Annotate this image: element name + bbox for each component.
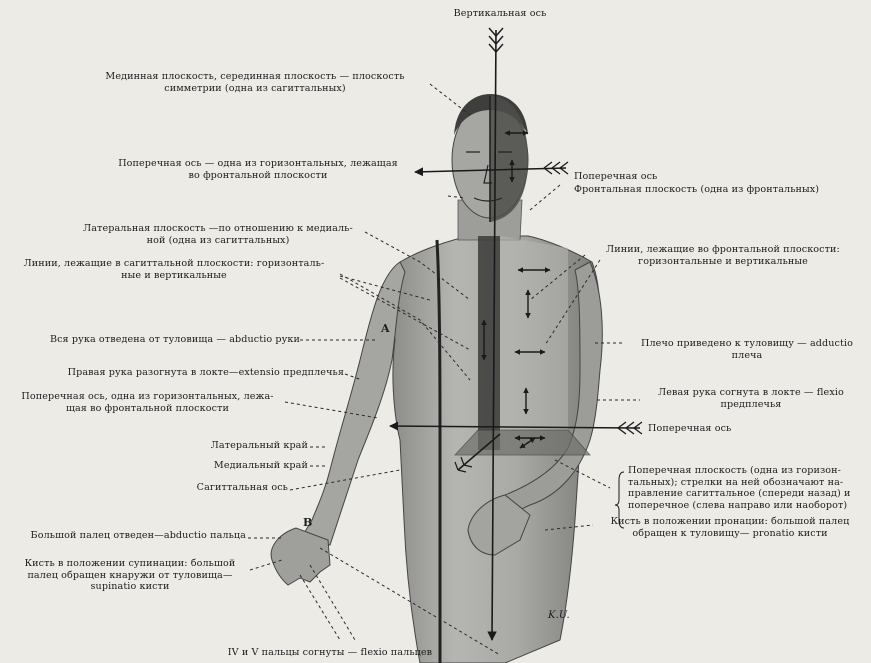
title-vertical-axis: Вертикальная ось	[440, 8, 560, 20]
artist-signature: K.U.	[548, 610, 570, 622]
label-transverse-plane: Поперечная плоскость (одна из горизон- т…	[628, 465, 868, 511]
label-thumb-abduction: Большой палец отведен—abductio пальца	[0, 530, 246, 542]
label-frontal-plane: Фронтальная плоскость (одна из фронтальн…	[574, 184, 819, 196]
label-medial-edge: Медиальный край	[100, 460, 308, 472]
frontal-plane-panel	[500, 236, 568, 430]
label-lateral-edge: Латеральный край	[100, 440, 308, 452]
transverse-plane-shape	[455, 430, 590, 455]
label-transverse-axis-frontal: Поперечная ось, одна из горизонтальных, …	[10, 391, 285, 414]
label-adduction-shoulder: Плечо приведено к туловищу — adductio пл…	[632, 338, 862, 361]
label-pronation: Кисть в положении пронации: большой пале…	[596, 516, 864, 539]
label-sagittal-lines: Линии, лежащие в сагиттальной плоскости:…	[4, 258, 344, 281]
label-frontal-lines: Линии, лежащие во фронтальной плоскости:…	[598, 244, 848, 267]
mark-a: A	[381, 323, 390, 335]
label-median-plane: Мединная плоскость, серединная плоскость…	[90, 71, 420, 94]
label-fingers-flexion: IV и V пальцы согнуты — flexio пальцев	[200, 647, 460, 659]
label-flexion-forearm: Левая рука согнута в локте — flexio пред…	[646, 387, 856, 410]
label-lateral-plane: Латеральная плоскость —по отношению к ме…	[68, 223, 368, 246]
label-transverse-axis-left: Поперечная ось — одна из горизонтальных,…	[108, 158, 408, 181]
label-transverse-axis-right: Поперечная ось	[574, 171, 657, 183]
right-arm-shape	[300, 262, 405, 545]
label-sagittal-axis: Сагиттальная ось	[100, 482, 288, 494]
label-abduction-arm: Вся рука отведена от туловища — abductio…	[0, 334, 300, 346]
label-extension-forearm: Правая рука разогнута в локте—extensio п…	[0, 367, 344, 379]
label-supination: Кисть в положении супинации: большой пал…	[10, 558, 250, 593]
label-transverse-axis-lower: Поперечная ось	[648, 423, 731, 435]
frontal-plane-strip	[478, 236, 500, 450]
mark-b: B	[303, 517, 312, 529]
